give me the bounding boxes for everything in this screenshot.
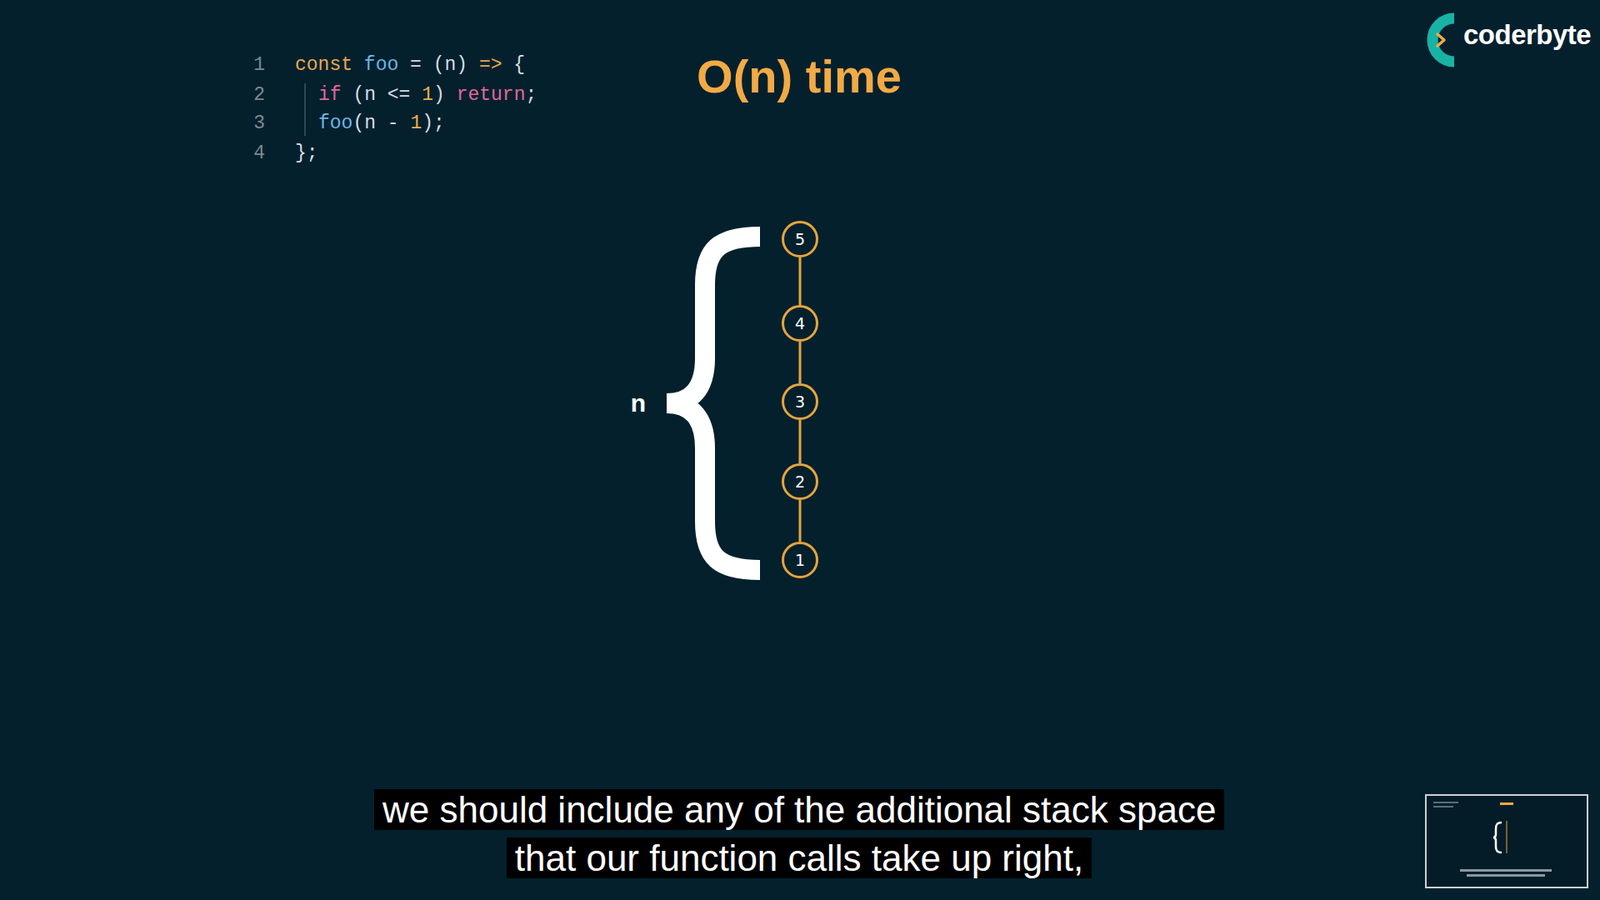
line-number: 3 [240,111,265,135]
code-line: if (n <= 1) return; [318,83,537,107]
curly-brace [666,236,760,570]
logo-text: coderbyte [1463,18,1591,52]
heading: O(n) time [549,50,1050,104]
code-token: (n <= [341,84,423,106]
code-line: const foo = (n) => { [295,53,525,77]
code-token: foo [318,112,353,135]
connector-line [799,420,802,464]
line-number: 4 [240,141,265,165]
number-circle: 3 [781,383,819,420]
connector-line [799,341,802,384]
indent-guide [304,83,306,136]
circle-number: 2 [795,472,805,491]
circle-number: 5 [795,230,805,249]
code-token: foo [364,54,399,76]
code-token [352,54,365,76]
code-token: const [295,54,353,76]
code-token: (n - [352,112,410,135]
code-token: ); [421,112,445,135]
number-circle: 4 [781,305,819,342]
logo-icon [1432,18,1455,62]
number-circle: 1 [781,541,819,579]
subtitle: we should include any of the additional … [374,789,1225,879]
code-token: => [479,54,503,76]
circle-number: 3 [795,392,805,411]
code-token: 1 [421,84,434,106]
code-token: if [318,84,342,106]
line-number: 1 [240,53,265,77]
code-token: = (n) [398,54,480,76]
connector-line [799,500,802,542]
code-token: return [456,84,526,106]
number-circle: 5 [781,220,819,258]
code-token: { [501,54,525,76]
code-token: ; [525,84,537,106]
subtitle-box: we should include any of the additional … [374,785,1225,883]
code-token: }; [295,142,319,165]
number-circle: 2 [781,463,819,500]
circle-number: 1 [795,550,805,570]
circle-number: 4 [795,314,805,333]
connector-line [799,257,802,305]
code-token: 1 [410,112,422,135]
brace-label: n [630,388,646,419]
video-thumbnail [1425,795,1588,888]
code-token: ) [433,84,457,106]
code-line: foo(n - 1); [318,111,445,135]
code-line: }; [295,141,319,165]
line-number: 2 [240,83,265,107]
